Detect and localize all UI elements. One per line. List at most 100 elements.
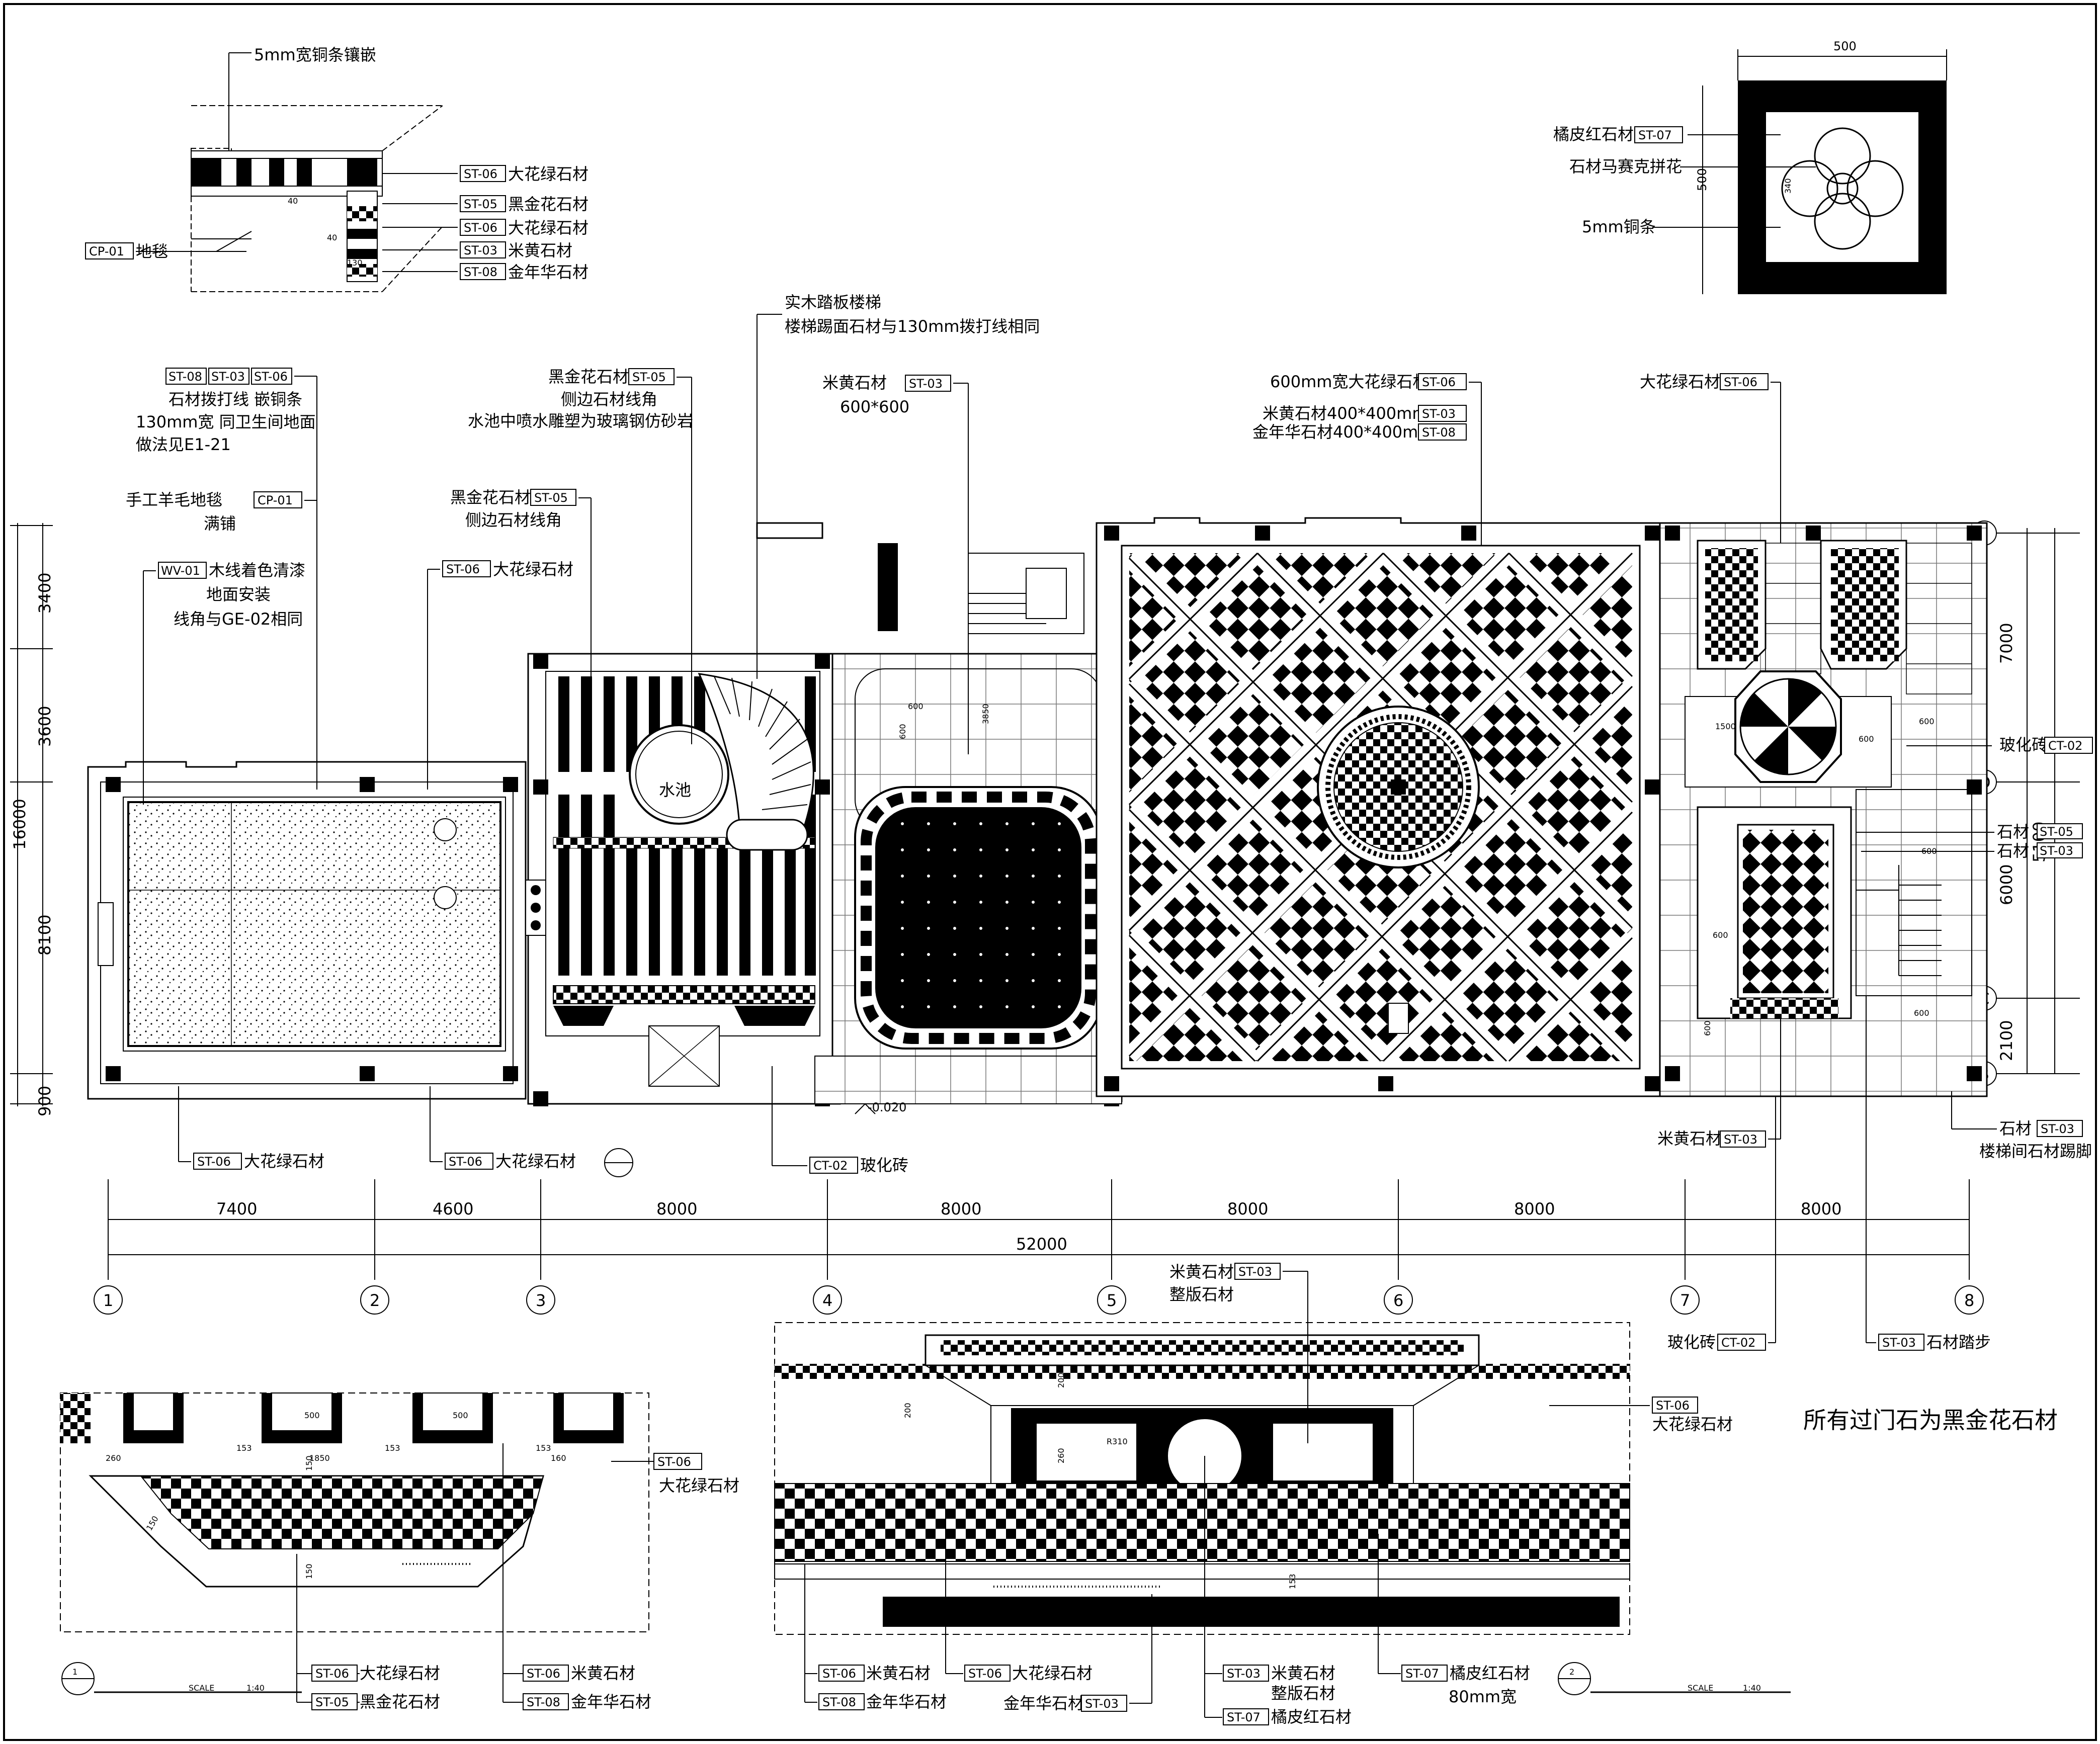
dim: 340	[1783, 178, 1793, 194]
dim: 600	[1713, 930, 1728, 940]
callout-text: 大花绿石材	[360, 1664, 440, 1683]
dim: 2100	[1997, 1020, 2016, 1061]
code-tag: ST-06	[449, 1155, 482, 1169]
callout-text: 米黄石材	[508, 241, 572, 260]
grid-label: 4	[822, 1291, 832, 1310]
code-tag: CP-01	[258, 493, 293, 507]
code-tag: ST-03	[2040, 844, 2073, 858]
dim: 8000	[656, 1199, 697, 1218]
octagon-rosette	[1739, 678, 1837, 775]
grid-label: 1	[103, 1291, 113, 1310]
code-tag: ST-03	[464, 243, 497, 257]
callout-text: 米黄石材	[1169, 1262, 1234, 1281]
dim: 600	[1919, 717, 1935, 726]
note-line: 大花绿石材	[1640, 372, 1720, 391]
dim: 7000	[1997, 623, 2016, 664]
code-tag: ST-03	[1227, 1667, 1261, 1681]
dim: 900	[35, 1086, 54, 1116]
code-tag: ST-06	[968, 1667, 1002, 1681]
grid-label: 8	[1964, 1291, 1974, 1310]
code-tag: ST-06	[657, 1455, 691, 1469]
dim: 1850	[309, 1453, 330, 1463]
dim: 8000	[1227, 1199, 1268, 1218]
code-tag: ST-06	[464, 167, 497, 181]
code-tag: ST-03	[2041, 1122, 2074, 1136]
note-line: 水池中喷水雕塑为玻璃钢仿砂岩	[468, 411, 693, 430]
dim: 8100	[35, 915, 54, 955]
right-rooms: 1500 600 600 600 600 600 600	[1659, 522, 1988, 1097]
code-tag: ST-05	[2040, 825, 2073, 839]
code-tag: ST-06	[197, 1155, 231, 1169]
dim: 200	[903, 1403, 912, 1418]
dim: 500	[1695, 168, 1709, 191]
note-line: 侧边石材线角	[465, 510, 562, 530]
upper-stair	[968, 553, 1084, 634]
code-tag: ST-05	[632, 370, 666, 384]
dark-medallion-room: 600 600 3850 -0.020	[814, 653, 1127, 1114]
code-tag: ST-08	[169, 370, 202, 384]
code-tag: ST-06	[254, 370, 288, 384]
callout-text: 大花绿石材	[508, 218, 589, 237]
code-tag: ST-08	[1422, 425, 1456, 440]
callout-text: 橘皮红石材	[1553, 125, 1634, 144]
code-tag: ST-06	[527, 1667, 560, 1681]
grid-bubbles-bottom	[94, 1285, 1984, 1315]
note-line: 地面安装	[206, 585, 271, 604]
dim: 600	[1703, 1020, 1712, 1036]
dim-total: 52000	[1016, 1235, 1067, 1254]
note-line: 石材	[1997, 841, 2029, 860]
dim: 6000	[1997, 864, 2016, 905]
dim: 40	[327, 233, 337, 242]
code-tag: ST-03	[1882, 1336, 1916, 1350]
note-line: 做法见E1-21	[136, 435, 231, 454]
callout-text: 黑金花石材	[508, 195, 589, 214]
dim: 8000	[1514, 1199, 1555, 1218]
code-tag: ST-06	[1656, 1399, 1690, 1413]
callout-text: 大花绿石材	[1012, 1664, 1093, 1683]
note-line: 130mm宽 同卫生间地面	[136, 412, 316, 431]
dim: 160	[551, 1453, 566, 1463]
callout-text: 整版石材	[1169, 1285, 1234, 1304]
code-tag: ST-06	[464, 221, 497, 235]
note-line: 黑金花石材	[548, 367, 629, 386]
code-tag: ST-03	[1085, 1697, 1119, 1711]
dim: 7400	[216, 1199, 257, 1218]
callout-text: 金年华石材	[1003, 1694, 1084, 1713]
detail-1: 260 153 500 153 500 153 1850 160 150 150…	[60, 1392, 739, 1711]
code-tag: ST-07	[1227, 1710, 1261, 1724]
note-line: 600mm宽大花绿石材	[1270, 372, 1429, 391]
dim: 260	[106, 1453, 121, 1463]
callout-text: 黑金花石材	[360, 1692, 440, 1711]
note-line: 石材	[1999, 1119, 2032, 1138]
dim: 40	[288, 196, 298, 206]
dim: 150	[304, 1563, 314, 1579]
code-tag: ST-06	[1724, 375, 1757, 389]
note-line: 手工羊毛地毯	[126, 490, 222, 509]
dim: 153	[236, 1443, 252, 1453]
callout-text: 整版石材	[1271, 1684, 1335, 1703]
callout-text: 橘皮红石材	[1271, 1707, 1352, 1726]
code-tag: ST-08	[527, 1695, 560, 1709]
main-floor-plan: 3400 3600 8100 900 16000 7000 5100 6000 …	[10, 293, 2093, 1315]
dim: 500	[304, 1411, 320, 1420]
callout-text: 米黄石材	[571, 1664, 635, 1683]
grid-label: 3	[536, 1291, 546, 1310]
code-tag: ST-08	[822, 1695, 856, 1709]
dim: R310	[1107, 1437, 1128, 1446]
note-line: 米黄石材	[1657, 1129, 1722, 1148]
dim: 130	[347, 258, 363, 268]
callout-text: 玻化砖	[1667, 1333, 1716, 1352]
sheet-frame	[3, 3, 2097, 1741]
code-tag: CT-02	[1721, 1336, 1755, 1350]
code-tag: ST-05	[464, 197, 497, 211]
code-tag: CT-02	[2048, 739, 2082, 753]
note-line: 米黄石材	[822, 373, 887, 392]
code-tag: ST-06	[315, 1667, 349, 1681]
code-tag: CT-02	[813, 1159, 848, 1173]
code-tag: ST-06	[1422, 375, 1456, 389]
code-tag: ST-06	[446, 562, 480, 576]
scale-label: SCALE	[1688, 1683, 1713, 1693]
note-line: 米黄石材400*400mm	[1263, 404, 1428, 423]
dim: 600	[1859, 734, 1874, 744]
